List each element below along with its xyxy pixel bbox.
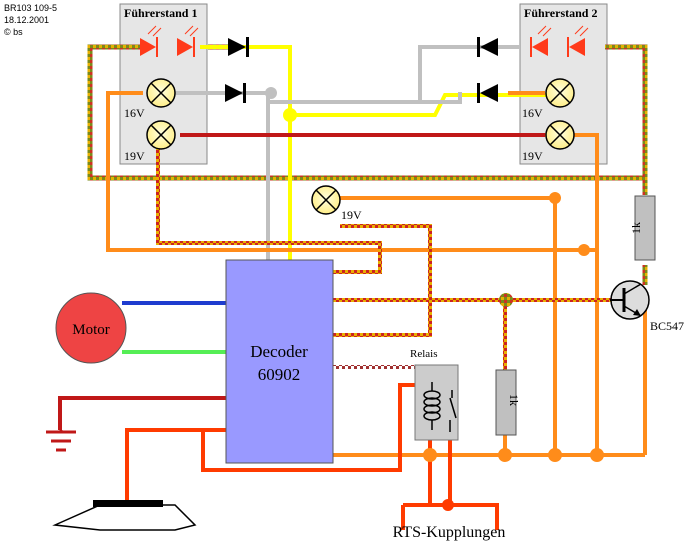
resistor-right-label: 1k [629,222,643,234]
transistor-icon [610,280,650,320]
center-lamp-voltage: 19V [341,208,362,222]
relay-coil-icon [423,382,457,432]
diode-icon [228,37,249,57]
motor-icon [55,292,127,364]
wire-gray [165,45,520,262]
couplings-label: RTS-Kupplungen [393,524,506,541]
led-icon [177,25,199,57]
diode-icon [477,37,498,57]
decoder-label-line2: 60902 [258,365,301,384]
cab-2-title: Führerstand 2 [524,6,597,20]
decoder-box [225,259,334,464]
junction-dots [265,87,604,511]
decoder-label-line1: Decoder [250,342,308,361]
lamp-icon [311,185,341,215]
header-author: © bs [4,27,23,37]
resistor-right [634,195,656,261]
transistor-label: BC547 [650,319,684,333]
cab-2-lamp-bottom-voltage: 19V [522,149,543,163]
relay-label: Relais [410,348,438,360]
cab-1-lamp-bottom-voltage: 19V [124,149,145,163]
led-icon [530,25,552,57]
header-title: BR103 109-5 [4,3,57,13]
resistor-center [495,369,517,436]
resistor-center-label: 1k [507,394,521,406]
cab-2-lamp-top-voltage: 16V [522,106,543,120]
wire-yellow [200,45,550,262]
diode-icon [225,83,246,103]
pickup-shoe-icon [52,500,197,531]
lamp-icon [545,120,575,150]
wire-red-yellow [156,138,630,370]
lamp-icon [146,120,176,150]
wire-dark-red [58,133,545,430]
lamp-icon [545,78,575,108]
motor-label: Motor [72,322,110,338]
led-icon [140,25,162,57]
led-icon [567,25,589,57]
lamp-icon [146,78,176,108]
diode-icon [477,83,498,103]
cab-1-lamp-top-voltage: 16V [124,106,145,120]
ground-icon [46,430,76,452]
cab-1-title: Führerstand 1 [124,6,197,20]
header-date: 18.12.2001 [4,15,49,25]
